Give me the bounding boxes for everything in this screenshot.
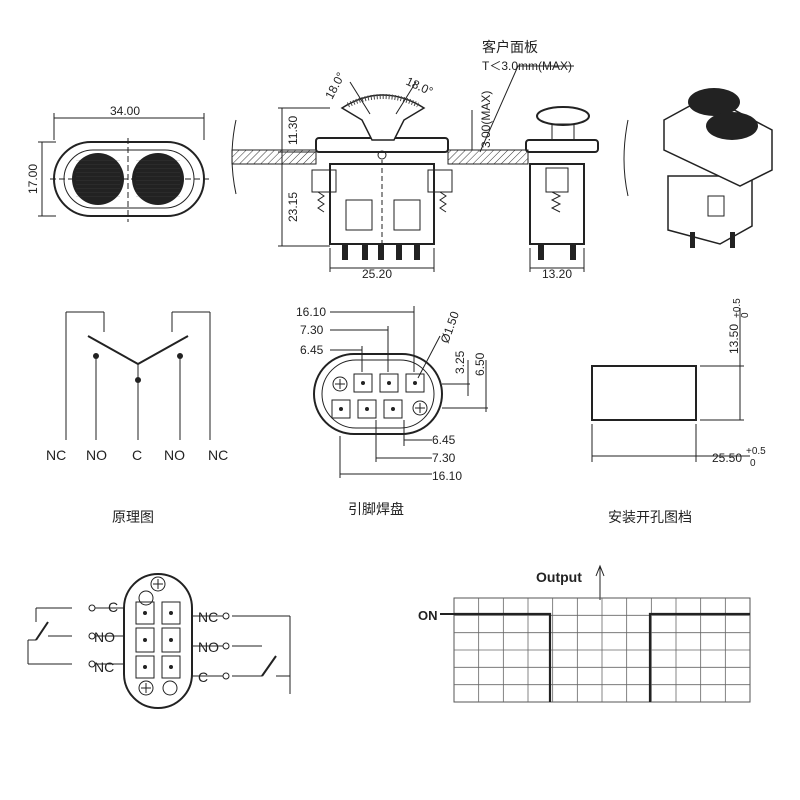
- panel-thickness: T＜3.0mm(MAX): [482, 59, 572, 73]
- panel-right: [447, 149, 529, 165]
- side-view: 18.0° 18.0° 11.30 23.15 25.20 3.00(MAX) …: [231, 39, 574, 281]
- wiring-body: [123, 573, 193, 709]
- front-view: 34.00 17.00: [26, 104, 210, 222]
- pad-caption: 引脚焊盘: [348, 501, 404, 518]
- timing-level-on: ON: [418, 608, 438, 623]
- cutout-caption: 安装开孔图档: [608, 510, 692, 526]
- end-width-dim: 13.20: [542, 267, 572, 281]
- pad-v-dim-1: 3.25: [453, 350, 467, 374]
- wiring-left-no: NO: [94, 629, 115, 645]
- cutout-rect: [591, 365, 697, 421]
- principle-diagram: NC NO C NO NC 原理图: [46, 311, 228, 526]
- mount-hole-right: [412, 400, 428, 416]
- cutout-width-tol-up: +0.5: [746, 446, 766, 457]
- wiring-right-no: NO: [198, 639, 219, 655]
- wiring-right-nc: NC: [198, 609, 218, 625]
- wiring-left-c: C: [108, 599, 118, 615]
- pad-dim-bottom-2: 7.30: [432, 451, 456, 465]
- panel-label: 客户面板: [482, 39, 538, 56]
- timing-arrow: [595, 564, 605, 600]
- principle-label-no-right: NO: [164, 447, 185, 463]
- end-cap: [536, 106, 590, 126]
- timing-signal: [454, 612, 750, 702]
- pad-dim-top-3: 6.45: [300, 343, 324, 357]
- wiring-diagram: C NO NC NC NO C: [27, 573, 291, 709]
- end-view: 13.20: [525, 106, 599, 281]
- cutout-height: 13.50: [727, 324, 741, 354]
- rocker-cap: [340, 94, 426, 141]
- iso-rocker-bottom: [706, 112, 758, 140]
- wiring-left-nc: NC: [94, 659, 114, 675]
- pad-dim-top-1: 16.10: [296, 305, 326, 319]
- front-height-dim: 17.00: [26, 164, 40, 194]
- timing-title: Output: [536, 569, 582, 585]
- principle-label-nc-left: NC: [46, 447, 66, 463]
- cutout-height-tol-dn: 0: [740, 312, 751, 318]
- angle-left: 18.0°: [322, 70, 348, 102]
- principle-label-nc-right: NC: [208, 447, 228, 463]
- iso-rocker-top: [688, 88, 740, 116]
- panel-thickness-dim: 3.00(MAX): [479, 91, 493, 148]
- isometric-view: [623, 88, 773, 248]
- end-bezel: [525, 139, 599, 153]
- mount-hole-left: [332, 376, 348, 392]
- pad-hole-dim: Ø1.50: [438, 309, 462, 345]
- front-width-dim: 34.00: [110, 104, 140, 118]
- pad-outline: [313, 353, 443, 435]
- pad-dim-bottom-1: 6.45: [432, 433, 456, 447]
- pad-layout: 16.10 7.30 6.45 6.45 7.30 16.10 Ø1.50 3.…: [296, 305, 488, 518]
- timing-chart: Output ON: [418, 564, 751, 703]
- side-top-dim: 11.30: [286, 116, 300, 145]
- cutout-height-tol-up: +0.5: [732, 298, 743, 318]
- side-base-dim: 25.20: [362, 267, 392, 281]
- pad-v-dim-2: 6.50: [473, 352, 487, 376]
- principle-caption: 原理图: [112, 510, 154, 526]
- pad-dim-bottom-3: 16.10: [432, 469, 462, 483]
- principle-label-c: C: [132, 447, 142, 463]
- side-body-dim: 23.15: [286, 192, 300, 222]
- cutout-width-tol-dn: 0: [750, 458, 756, 469]
- wiring-right-c: C: [198, 669, 208, 685]
- angle-right: 18.0°: [404, 74, 436, 99]
- cutout-width: 25.50: [712, 451, 742, 465]
- principle-label-no-left: NO: [86, 447, 107, 463]
- pad-dim-top-2: 7.30: [300, 323, 324, 337]
- cutout-diagram: 13.50 +0.5 0 25.50 +0.5 0 安装开孔图档: [591, 298, 766, 526]
- end-body: [529, 163, 585, 245]
